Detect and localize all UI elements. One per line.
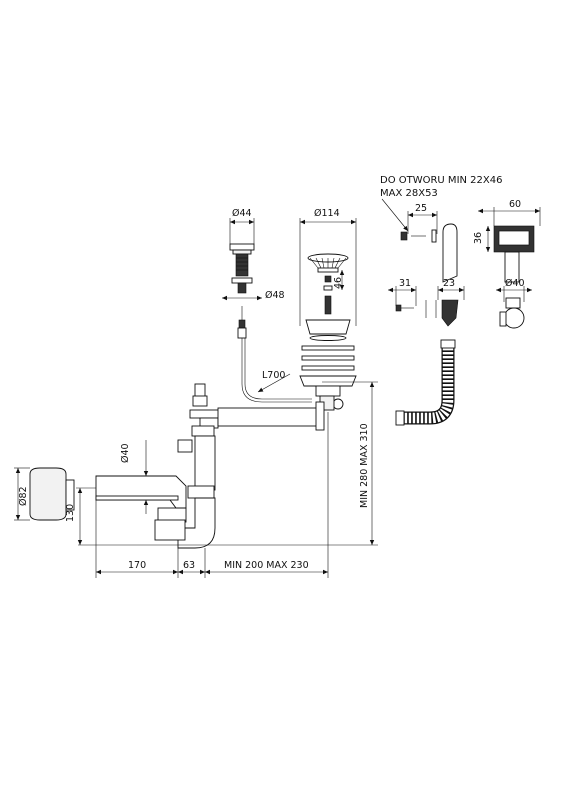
horizontal-dims: 170 63 MIN 200 MAX 230 [95, 412, 329, 578]
hole-size-note-line1: DO OTWORU MIN 22X46 [380, 175, 502, 186]
hole-size-note-line2: MAX 28X53 [380, 188, 438, 199]
diameter-40-right-label: Ø40 [505, 278, 525, 289]
hole-size-note: DO OTWORU MIN 22X46 MAX 28X53 [380, 175, 502, 232]
width-31-label: 31 [399, 278, 411, 289]
strainer-basket-part: Ø114 46 [299, 208, 357, 411]
pipe-diameter-dim: Ø40 [120, 440, 149, 514]
width-range-label: MIN 200 MAX 230 [224, 560, 309, 571]
width-170-label: 170 [128, 560, 146, 571]
overflow-hose [395, 339, 456, 426]
diameter-44-label: Ø44 [232, 208, 252, 219]
width-60-label: 60 [509, 199, 521, 210]
siphon-trap-assembly [95, 383, 325, 549]
height-range-label: MIN 280 MAX 310 [359, 423, 370, 508]
length-700-label: L700 [262, 370, 285, 381]
height-46-label: 46 [333, 277, 344, 289]
height-130-label: 130 [65, 504, 76, 522]
overflow-tube-l700: L700 [241, 338, 312, 403]
width-25-label: 25 [415, 203, 427, 214]
wall-rosette: Ø82 [14, 467, 75, 521]
width-63-label: 63 [183, 560, 195, 571]
diameter-114-label: Ø114 [314, 208, 340, 219]
width-23-label: 23 [443, 278, 455, 289]
diameter-48-label: Ø48 [265, 290, 285, 301]
basket-plug-part: Ø44 Ø48 [222, 208, 285, 339]
diameter-40-left-label: Ø40 [120, 443, 131, 463]
overflow-cover-parts: 25 60 36 31 23 Ø40 [388, 199, 541, 329]
diameter-82-label: Ø82 [18, 486, 29, 506]
height-130-dim: 130 [65, 487, 96, 545]
height-36-label: 36 [473, 232, 484, 244]
